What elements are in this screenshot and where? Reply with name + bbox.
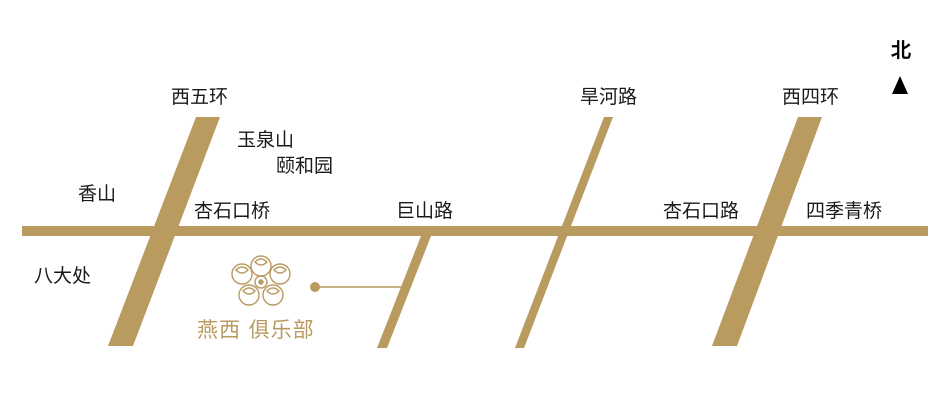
location-dot-icon [310,282,320,292]
label-west-fourth-ring: 西四环 [782,86,840,108]
label-west-fifth-ring: 西五环 [171,86,229,108]
floral-logo-icon [231,255,291,306]
label-xingshikou-road: 杏石口路 [663,200,740,222]
label-summer-palace: 颐和园 [276,155,334,177]
label-hanhe-road: 旱河路 [580,86,638,108]
main-horizontal-road [22,226,928,236]
north-arrow-icon [892,76,908,94]
label-yuquanshan: 玉泉山 [237,129,295,151]
label-sijiqing-bridge: 四季青桥 [806,200,883,222]
hanhe-road [515,117,613,348]
jushan-road [377,236,431,348]
west-fourth-ring-road [712,117,822,346]
label-badachu: 八大处 [34,265,92,287]
brand-name: 燕西 俱乐部 [197,318,315,342]
label-xiangshan: 香山 [78,183,117,205]
label-jushan-road: 巨山路 [396,200,454,222]
west-fifth-ring-road [108,117,220,346]
label-xingshikou-bridge: 杏石口桥 [194,200,271,222]
north-label: 北 [891,38,911,62]
compass: 北 [884,38,918,98]
